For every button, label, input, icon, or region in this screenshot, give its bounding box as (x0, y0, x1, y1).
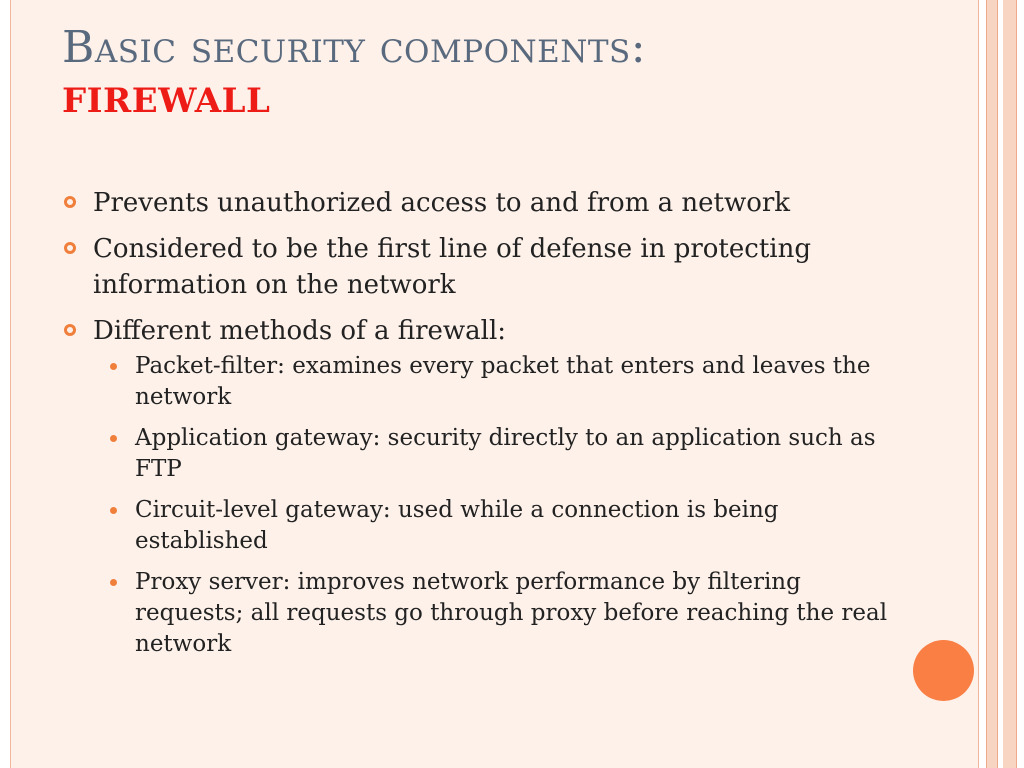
sub-bullet-item: Packet-filter: examines every packet tha… (93, 351, 902, 413)
orange-ring-bullet-icon (64, 324, 76, 336)
sub-bullet-text: Application gateway: security directly t… (135, 425, 876, 482)
slide-title: Basic security components: FIREWALL (62, 22, 942, 122)
sub-bullet-text: Packet-filter: examines every packet tha… (135, 353, 871, 410)
right-stripe-line-3 (1016, 0, 1017, 768)
sub-bullet-item: Circuit-level gateway: used while a conn… (93, 495, 902, 557)
slide-background-panel (10, 0, 979, 768)
right-stripe-1 (987, 0, 997, 768)
orange-dot-bullet-icon (110, 435, 117, 442)
orange-dot-bullet-icon (110, 507, 117, 514)
bullet-text: Prevents unauthorized access to and from… (93, 188, 791, 218)
sub-bullet-text: Proxy server: improves network performan… (135, 569, 888, 657)
title-subtitle: FIREWALL (62, 80, 271, 121)
bullet-item: Considered to be the first line of defen… (62, 231, 902, 303)
orange-circle-decoration (913, 640, 974, 701)
sub-bullet-text: Circuit-level gateway: used while a conn… (135, 497, 779, 554)
sub-bullet-item: Application gateway: security directly t… (93, 423, 902, 485)
right-stripe-line-1 (986, 0, 987, 768)
right-stripe-line-2 (997, 0, 998, 768)
bullet-item: Different methods of a firewall: Packet-… (62, 313, 902, 660)
orange-dot-bullet-icon (110, 579, 117, 586)
bullet-text: Different methods of a firewall: (93, 316, 507, 346)
bullet-list: Prevents unauthorized access to and from… (62, 185, 902, 670)
title-main: Basic security components: (62, 22, 647, 73)
bullet-item: Prevents unauthorized access to and from… (62, 185, 902, 221)
right-stripe-2 (1003, 0, 1016, 768)
sub-bullet-item: Proxy server: improves network performan… (93, 567, 902, 660)
bullet-text: Considered to be the first line of defen… (93, 234, 811, 300)
orange-dot-bullet-icon (110, 363, 117, 370)
orange-ring-bullet-icon (64, 196, 76, 208)
sub-bullet-list: Packet-filter: examines every packet tha… (93, 351, 902, 660)
orange-ring-bullet-icon (64, 242, 76, 254)
